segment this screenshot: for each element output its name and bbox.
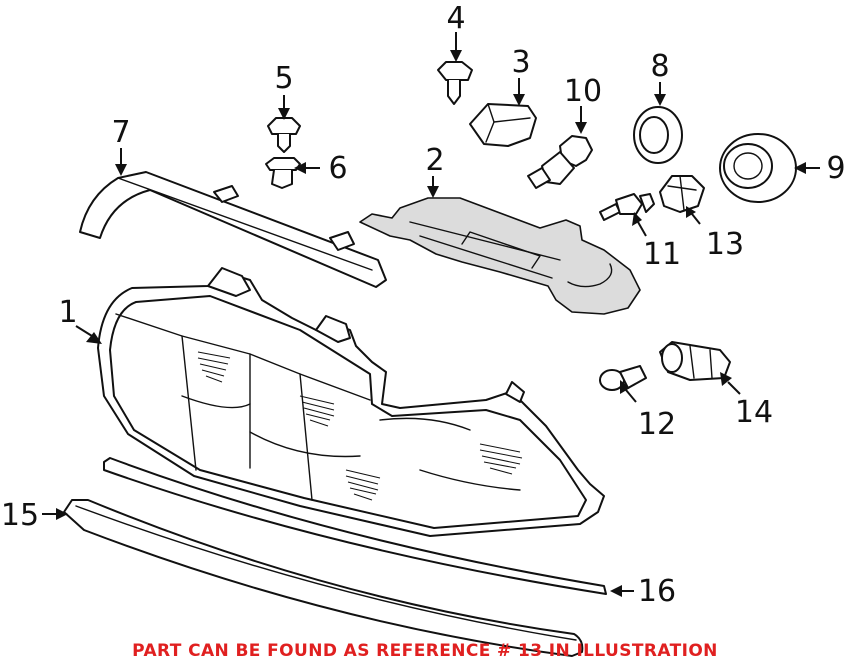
part-15-lower-trim: [63, 499, 584, 657]
part-1-headlamp-housing: [97, 267, 605, 537]
callout-1: 1: [58, 295, 77, 330]
callout-4: 4: [446, 1, 465, 36]
callout-14: 14: [735, 395, 773, 430]
part-3-nut-clip: [469, 103, 537, 147]
reference-footnote: PART CAN BE FOUND AS REFERENCE # 13 IN I…: [132, 641, 718, 661]
callout-13: 13: [706, 227, 744, 262]
callout-2: 2: [425, 143, 444, 178]
callout-numbers: 4 3 5 6 7 2 10 8 9 11 13 1 12 14 15 16: [1, 1, 846, 609]
callout-5: 5: [274, 61, 293, 96]
callout-10: 10: [564, 74, 602, 109]
part-13-socket: [659, 175, 705, 213]
callout-16: 16: [638, 574, 676, 609]
leader-lines: [42, 32, 820, 597]
callout-15: 15: [1, 498, 39, 533]
callout-12: 12: [638, 407, 676, 442]
part-11-bulb: [599, 193, 655, 221]
callout-9: 9: [826, 151, 845, 186]
part-2-rear-cover: [359, 197, 641, 315]
part-6-grommet: [265, 157, 301, 189]
callout-8: 8: [650, 49, 669, 84]
callout-7: 7: [111, 115, 130, 150]
callout-11: 11: [643, 237, 681, 272]
part-5-screw: [267, 117, 301, 153]
part-16-seal-strip: [103, 457, 607, 595]
callout-6: 6: [328, 151, 347, 186]
part-4-screw: [437, 61, 473, 105]
part-7-trim-strip: [79, 171, 387, 288]
callout-3: 3: [511, 45, 530, 80]
part-8-cap: [633, 106, 683, 164]
part-14-socket: [659, 341, 731, 381]
part-12-small-bulb: [599, 365, 647, 391]
part-10-bulb-socket: [527, 135, 593, 189]
part-9-large-cap: [719, 133, 797, 203]
